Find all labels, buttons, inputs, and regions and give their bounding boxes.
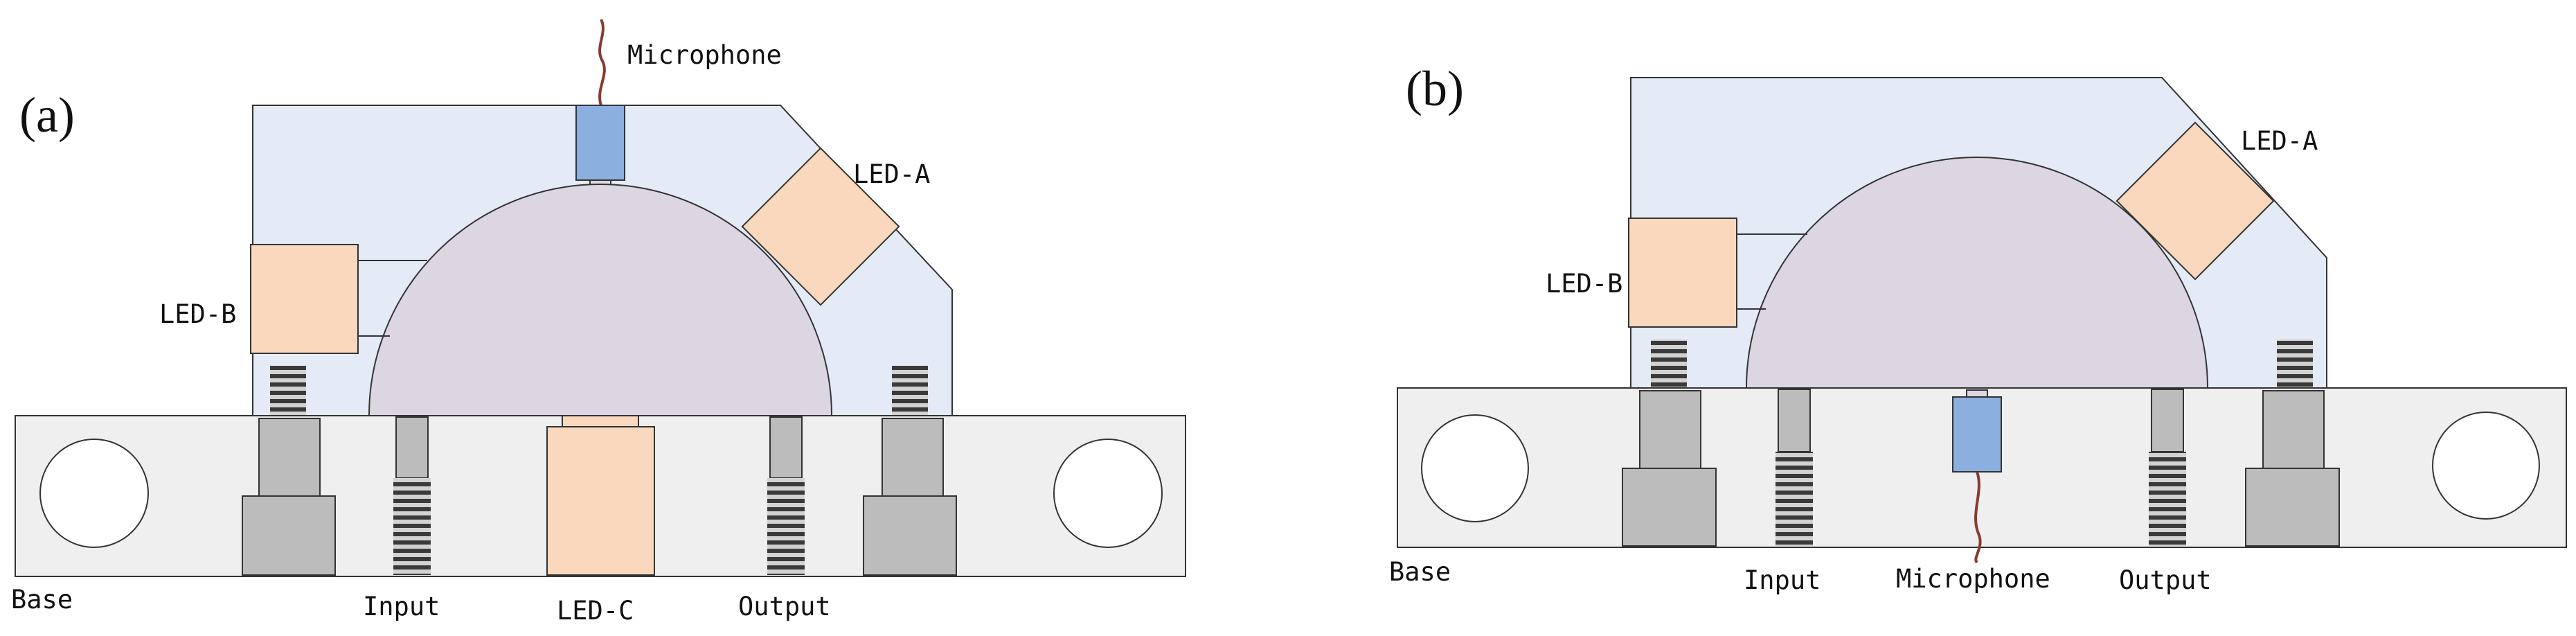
led-c-a xyxy=(546,426,655,576)
microphone-b-cap xyxy=(1966,389,1988,398)
led-c-a-cap xyxy=(562,415,639,427)
label-led-b-a: LED-B xyxy=(159,299,236,329)
label-led-a-b: LED-A xyxy=(2241,126,2318,156)
dome-a xyxy=(368,184,833,416)
output-spring-b xyxy=(2149,452,2186,546)
input-spring-b xyxy=(1776,452,1813,546)
label-output-a: Output xyxy=(738,592,831,621)
label-led-a-a: LED-A xyxy=(853,159,930,189)
microphone-a xyxy=(575,105,625,181)
spring-b-right-top xyxy=(2277,339,2313,388)
label-input-a: Input xyxy=(363,592,440,621)
panel-b-label: (b) xyxy=(1406,61,1464,116)
output-pin-b xyxy=(2151,389,2184,452)
label-microphone-b: Microphone xyxy=(1896,564,2050,594)
led-a-a xyxy=(741,147,900,306)
output-pin-a xyxy=(769,416,803,479)
panel-a: (a) xyxy=(11,19,1186,626)
microphone-b xyxy=(1952,396,2002,472)
label-base-b: Base xyxy=(1389,557,1451,587)
input-pin-b xyxy=(1778,389,1811,452)
mount-hole-b-left xyxy=(1421,414,1529,522)
label-base-a: Base xyxy=(11,585,73,615)
output-spring-a xyxy=(767,478,805,575)
connector-b-left-upper xyxy=(1639,390,1701,469)
connector-a-left-upper xyxy=(258,418,321,497)
input-spring-a xyxy=(393,478,431,575)
connector-b-right-upper xyxy=(2262,390,2325,469)
led-b-b xyxy=(1628,218,1737,328)
mount-hole-a-right xyxy=(1053,439,1163,548)
connector-b-left-lower xyxy=(1622,468,1717,547)
microphone-wire-b xyxy=(1974,471,1982,564)
spring-a-left-top xyxy=(270,366,306,416)
label-led-b-b: LED-B xyxy=(1546,269,1622,299)
connector-a-right-upper xyxy=(882,418,944,497)
connector-a-right-lower xyxy=(863,495,957,576)
led-a-b xyxy=(2116,121,2275,281)
spring-a-right-top xyxy=(892,366,928,416)
led-b-a xyxy=(250,244,359,354)
connector-a-left-lower xyxy=(242,495,336,576)
label-output-b: Output xyxy=(2119,565,2212,595)
label-microphone-a: Microphone xyxy=(627,40,782,70)
mount-hole-a-left xyxy=(39,439,149,548)
panel-a-label: (a) xyxy=(19,87,75,143)
connector-b-right-lower xyxy=(2245,468,2340,547)
mount-hole-b-right xyxy=(2432,412,2540,520)
microphone-wire-a xyxy=(598,19,606,106)
dome-b xyxy=(1745,157,2209,389)
label-input-b: Input xyxy=(1744,565,1821,595)
label-led-c-a: LED-C xyxy=(557,596,634,626)
input-pin-a xyxy=(395,416,429,479)
panel-b: (b) xyxy=(1389,61,2567,595)
spring-b-left-top xyxy=(1651,339,1687,388)
